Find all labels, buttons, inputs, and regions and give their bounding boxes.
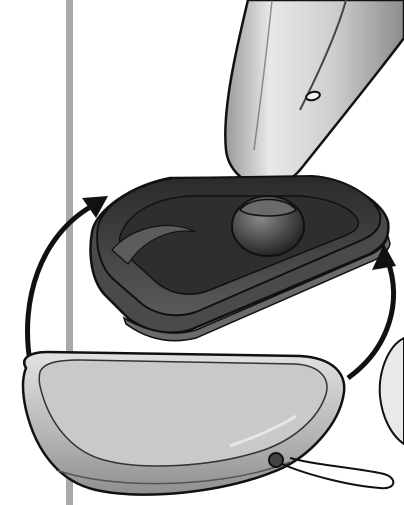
mop-head bbox=[91, 176, 391, 341]
drawstring-toggle bbox=[269, 453, 283, 467]
secondary-pad-partial bbox=[380, 338, 404, 444]
microfiber-pad bbox=[23, 352, 393, 495]
drawstring-cord bbox=[282, 458, 393, 488]
